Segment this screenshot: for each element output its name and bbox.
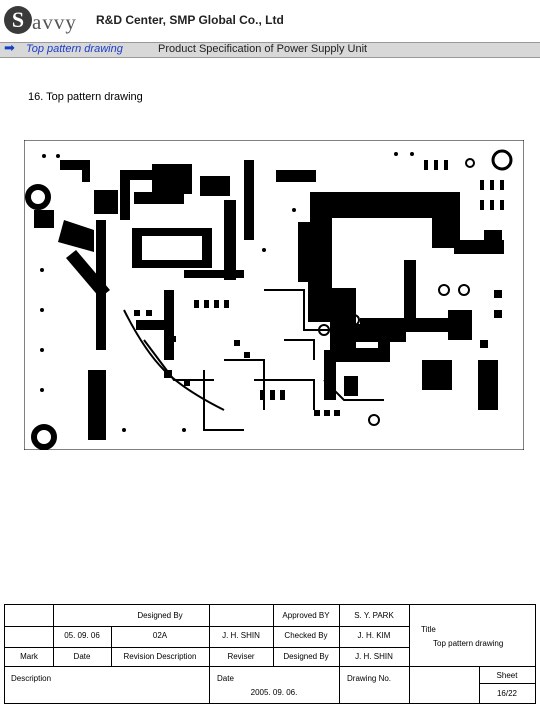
divider xyxy=(53,605,54,666)
revision-description-label: Revision Description xyxy=(123,652,197,661)
revision-date: 05. 09. 06 xyxy=(64,631,100,640)
title-block: Designed By Approved BY S. Y. PARK 05. 0… xyxy=(4,604,536,704)
divider xyxy=(5,626,409,627)
sheet-value: 16/22 xyxy=(496,689,518,698)
designed-by-value: J. H. SHIN xyxy=(355,652,393,661)
logo-letter: S xyxy=(4,6,32,34)
designed-by-label-2: Designed By xyxy=(283,652,329,661)
divider xyxy=(5,666,535,667)
date-label-2: Date xyxy=(217,674,234,683)
section-title: Top pattern drawing xyxy=(26,43,123,55)
revision-code: 02A xyxy=(152,631,168,640)
document-title: Product Specification of Power Supply Un… xyxy=(158,43,368,55)
checked-by-value: J. H. KIM xyxy=(357,631,391,640)
checked-by-label: Checked By xyxy=(284,631,328,640)
date-value: 2005. 09. 06. xyxy=(250,688,298,697)
divider xyxy=(5,647,409,648)
page-heading: 16. Top pattern drawing xyxy=(28,91,143,103)
reviser-name: J. H. SHIN xyxy=(222,631,260,640)
company-name: R&D Center, SMP Global Co., Ltd xyxy=(96,13,284,27)
header-bar xyxy=(0,42,540,58)
reviser-label: Reviser xyxy=(227,652,255,661)
divider xyxy=(273,605,274,666)
arrow-right-icon: ➡ xyxy=(4,40,15,55)
mark-label: Mark xyxy=(20,652,38,661)
title-value: Top pattern drawing xyxy=(433,639,504,648)
divider xyxy=(479,666,480,703)
mounting-holes xyxy=(25,149,513,450)
approved-by-label: Approved BY xyxy=(282,611,330,620)
description-label: Description xyxy=(11,674,52,683)
divider xyxy=(479,683,535,684)
divider xyxy=(339,666,340,703)
drawing-number-label: Drawing No. xyxy=(347,674,392,683)
date-label: Date xyxy=(73,652,91,661)
divider xyxy=(339,605,340,666)
approved-by-value: S. Y. PARK xyxy=(354,611,394,620)
divider xyxy=(409,605,410,703)
savvy-logo: S avvy xyxy=(4,6,96,36)
divider xyxy=(111,626,112,666)
designed-by-label: Designed By xyxy=(137,611,183,620)
divider xyxy=(209,666,210,703)
sheet-label: Sheet xyxy=(496,671,518,680)
logo-text: avvy xyxy=(32,10,77,34)
title-label: Title xyxy=(421,625,436,634)
pcb-top-pattern-drawing xyxy=(24,140,524,450)
divider xyxy=(209,605,210,666)
